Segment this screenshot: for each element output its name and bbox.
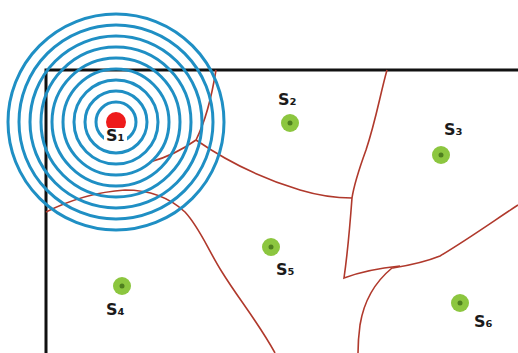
region-frame <box>46 70 518 353</box>
sensor-label: S₃ <box>444 122 463 138</box>
sensor-label: S₄ <box>106 302 125 318</box>
cell-boundaries <box>46 70 518 353</box>
sensor-label: S₆ <box>474 314 493 330</box>
sensor-label: S₅ <box>276 262 295 278</box>
sensor-label: S₂ <box>278 92 297 108</box>
sensor-label: S₁ <box>104 128 127 144</box>
signal-rings <box>8 14 224 230</box>
sensor-dots <box>113 114 469 312</box>
